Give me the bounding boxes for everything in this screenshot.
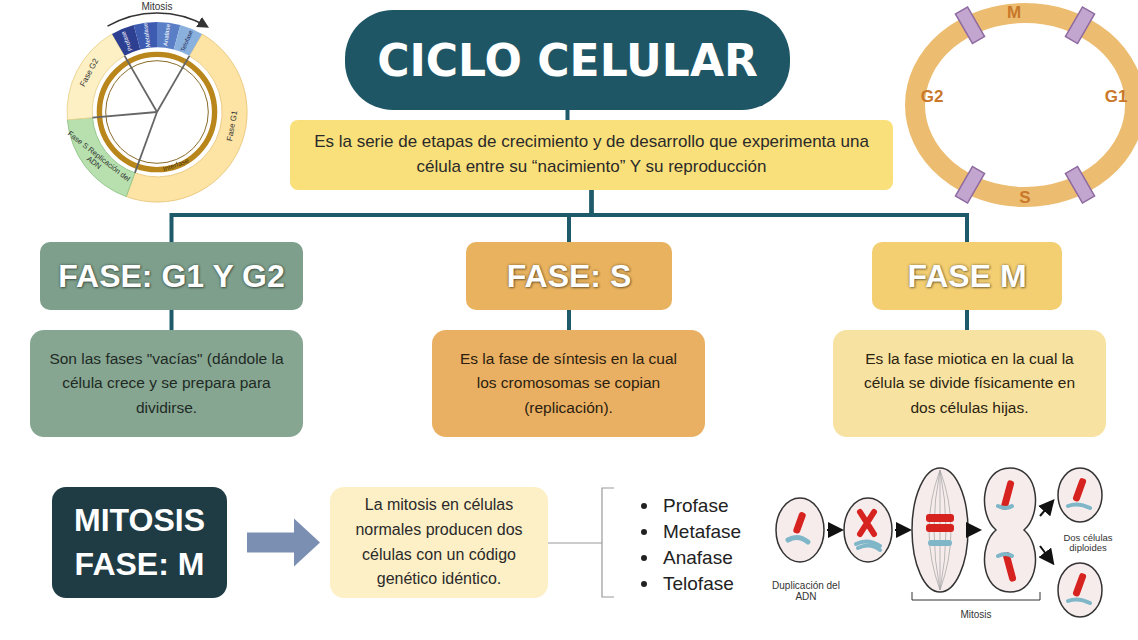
connector — [592, 190, 968, 242]
figure-label: Mitosis — [141, 1, 172, 12]
figure-label: Duplicación del ADN — [770, 580, 842, 602]
figure-label: Profase — [120, 30, 134, 52]
connector-line — [247, 533, 295, 553]
phase-header: FASE: G1 Y G2 — [40, 242, 303, 310]
connector-line — [569, 190, 592, 242]
list-item: Profase — [663, 496, 728, 517]
connector — [247, 519, 320, 567]
phase-description: Es la fase de síntesis en la cual los cr… — [432, 330, 705, 437]
list-item: Anafase — [663, 548, 733, 569]
connector — [569, 310, 570, 330]
connector-line — [592, 190, 968, 242]
phase-description: Es la fase miotica en la cual la célula … — [833, 330, 1106, 437]
connector-line — [965, 310, 969, 330]
node-text: FASE: G1 Y G2 — [58, 258, 284, 295]
node-text: La mitosis en células normales producen … — [344, 493, 534, 592]
figure-label: M — [1007, 4, 1021, 23]
node-text: Es la fase miotica en la cual la célula … — [851, 347, 1088, 419]
phase-header: FASE M — [872, 242, 1062, 310]
connector — [172, 190, 592, 242]
connector-line — [172, 190, 592, 242]
arrow-head — [294, 519, 320, 567]
mitosis-box: MITOSIS FASE: M — [52, 487, 227, 598]
figure-label: Fase G1 — [226, 110, 240, 142]
figure-label: Interfase — [162, 156, 190, 173]
list-item: Telofase — [663, 574, 734, 595]
wheel-figure — [67, 13, 247, 202]
figure-label: Metafase — [142, 23, 152, 48]
connector — [171, 310, 172, 330]
list-bracket — [548, 488, 614, 597]
list-item: Metafase — [663, 522, 741, 543]
connector — [967, 310, 968, 330]
bullet-dot — [641, 503, 647, 509]
figure-label: S — [1019, 189, 1030, 208]
figure-label: Mitosis — [960, 609, 991, 620]
mitosis-note: La mitosis en células normales producen … — [330, 487, 548, 598]
connector-line — [566, 110, 570, 120]
figure-label: Telofase — [179, 29, 194, 52]
title-pill: CICLO CELULAR — [345, 10, 790, 110]
figure-label: Anafase — [162, 24, 171, 47]
cell-drawing — [776, 468, 1102, 617]
bullet-dot — [641, 529, 647, 535]
figure-label: G2 — [921, 88, 944, 107]
node-text: Son las fases "vacías" (dándole la célul… — [48, 347, 285, 419]
node-text: Es la serie de etapas de crecimiento y d… — [308, 130, 875, 179]
node-text: MITOSIS FASE: M — [60, 499, 219, 585]
node-text: FASE: S — [507, 258, 631, 295]
bullet-dot — [641, 581, 647, 587]
node-text: Es la fase de síntesis en la cual los cr… — [450, 347, 687, 419]
bullet-dot — [641, 555, 647, 561]
phase-header: FASE: S — [466, 242, 672, 310]
connector-line — [170, 310, 174, 330]
phase-description: Son las fases "vacías" (dándole la célul… — [30, 330, 303, 437]
figure-label: Fase S Replicación del ADN — [59, 129, 132, 191]
connector-line — [567, 310, 571, 330]
figure-label: Dos células diploides — [1057, 533, 1119, 554]
connector — [569, 190, 592, 242]
definition-box: Es la serie de etapas de crecimiento y d… — [290, 120, 893, 190]
figure-label: G1 — [1105, 88, 1128, 107]
node-text: CICLO CELULAR — [377, 35, 758, 86]
connector — [567, 110, 568, 120]
node-text: FASE M — [907, 258, 1026, 295]
figure-label: Fase G2 — [79, 57, 101, 88]
